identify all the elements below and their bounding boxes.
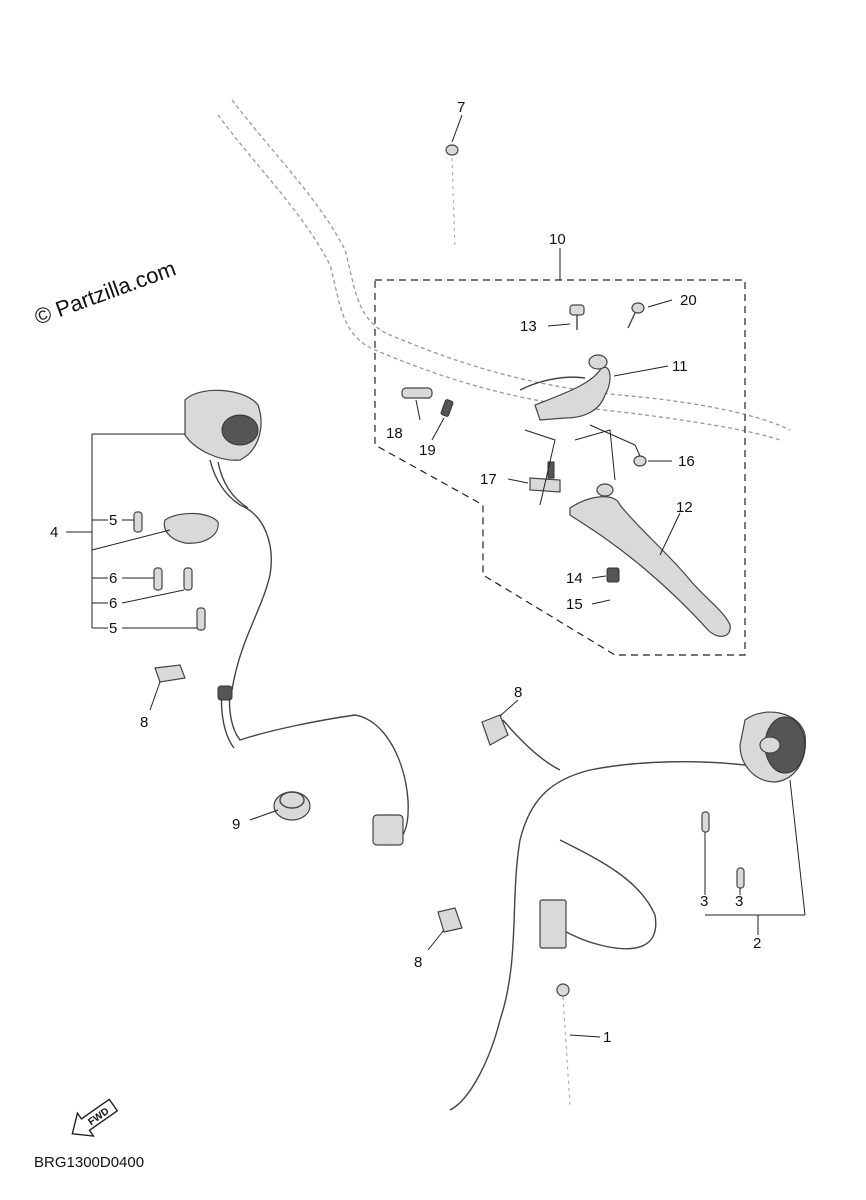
clip-8-left (154, 664, 186, 683)
callouts: 7 10 20 13 11 18 19 16 17 12 14 15 4 5 6… (50, 99, 761, 1046)
callout-8a: 8 (140, 714, 148, 731)
kit-10-boundary (374, 279, 746, 656)
callout-14: 14 (566, 570, 583, 587)
callout-17: 17 (480, 471, 497, 488)
callout-11: 11 (672, 358, 688, 375)
spring-19 (440, 399, 454, 417)
callout-15: 15 (566, 596, 583, 613)
band-9 (273, 791, 311, 821)
callout-13: 13 (520, 318, 537, 335)
callout-4: 4 (50, 524, 58, 541)
bolt-7 (445, 144, 459, 249)
callout-10: 10 (549, 231, 566, 248)
callout-6b: 6 (109, 595, 117, 612)
screw-6a (153, 567, 163, 591)
callout-5a: 5 (109, 512, 117, 529)
callout-1: 1 (603, 1029, 611, 1046)
clip-8-right-bottom (437, 907, 463, 933)
clip-8-right-top (481, 714, 509, 746)
callout-3a: 3 (700, 893, 708, 910)
bolt-1 (556, 983, 571, 1106)
leader-lines (66, 114, 806, 1038)
lever-12 (569, 483, 731, 637)
screw-5b (196, 607, 206, 631)
screw-5a (133, 511, 143, 533)
screw-6b (183, 567, 193, 591)
callout-12: 12 (676, 499, 693, 516)
pin-18 (401, 387, 433, 399)
left-harness (217, 685, 409, 846)
switch-17 (529, 461, 561, 493)
nut-16 (633, 455, 647, 467)
screw-3a (701, 811, 710, 833)
bolt-20 (627, 302, 645, 329)
callout-2: 2 (753, 935, 761, 952)
fwd-arrow-icon: FWD (71, 1098, 119, 1137)
callout-9: 9 (232, 816, 240, 833)
left-switch-assembly-4 (163, 389, 272, 691)
callout-19: 19 (419, 442, 436, 459)
callout-8c: 8 (414, 954, 422, 971)
lever-bracket-11 (519, 354, 611, 421)
right-switch-assembly-2 (739, 711, 807, 783)
callout-8b: 8 (514, 684, 522, 701)
handlebar-outline (217, 99, 791, 441)
screw-3b (736, 867, 745, 889)
bolt-13 (569, 304, 585, 330)
callout-18: 18 (386, 425, 403, 442)
diagram-code: BRG1300D0400 (34, 1154, 144, 1171)
right-harness (449, 719, 746, 1111)
callout-6a: 6 (109, 570, 117, 587)
callout-16: 16 (678, 453, 695, 470)
callout-5b: 5 (109, 620, 117, 637)
callout-20: 20 (680, 292, 697, 309)
callout-7: 7 (457, 99, 465, 116)
collar-14 (606, 567, 620, 583)
callout-3b: 3 (735, 893, 743, 910)
watermark: © Partzilla.com (31, 256, 179, 330)
